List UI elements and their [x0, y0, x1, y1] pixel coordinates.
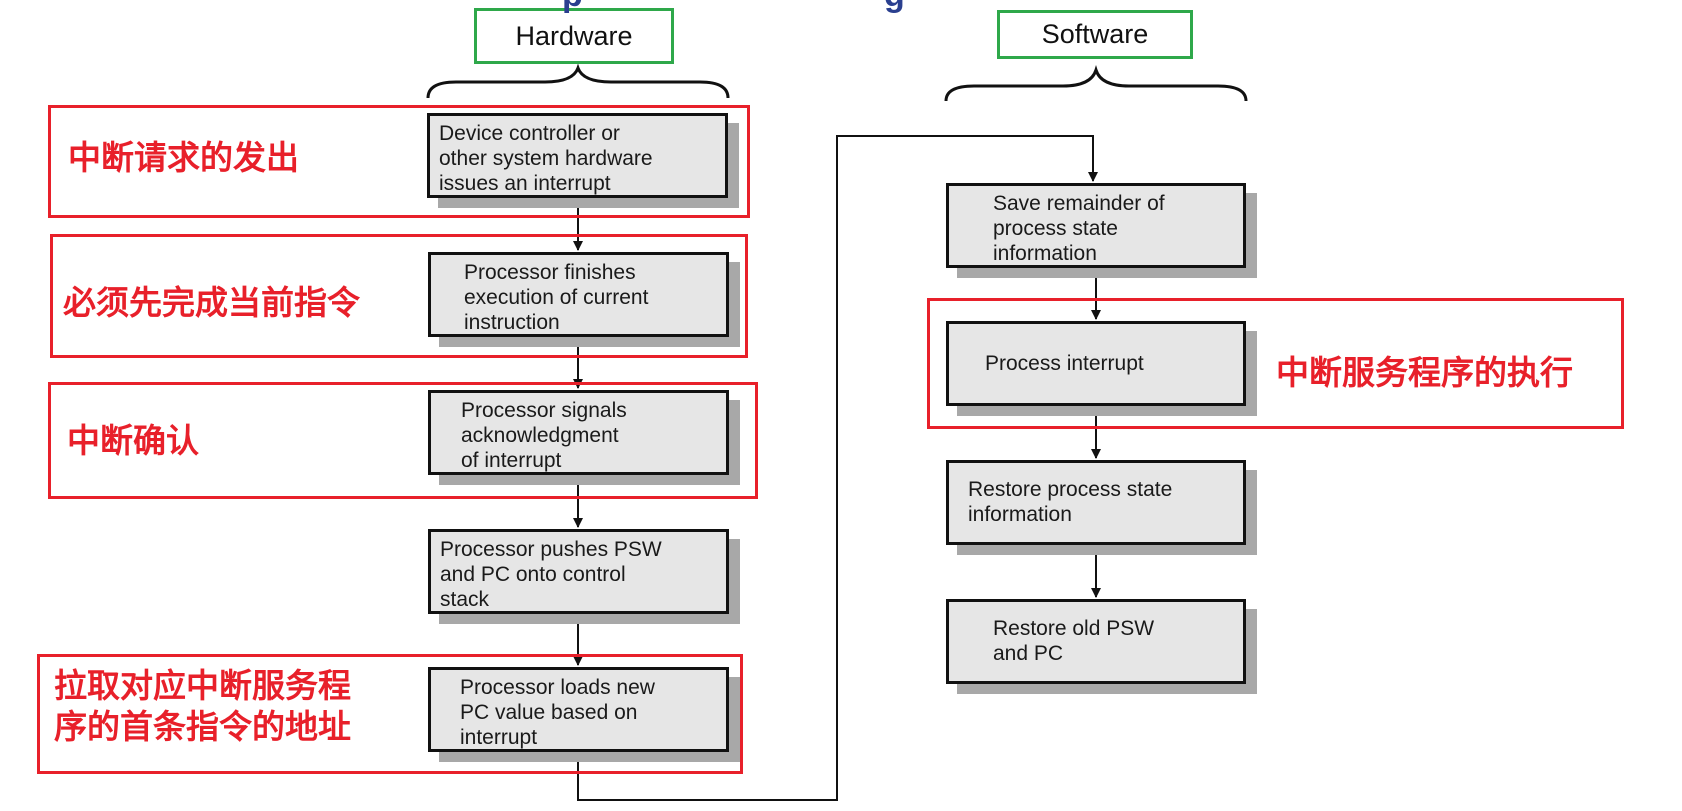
step-finish-instruction: Processor finishes execution of current …	[428, 252, 729, 337]
hardware-brace	[426, 63, 730, 99]
software-heading: Software	[997, 10, 1193, 59]
title-fragment-right: g	[884, 0, 905, 15]
software-brace	[944, 64, 1248, 102]
annotation-service-routine: 中断服务程序的执行	[1276, 353, 1573, 392]
step-load-new-pc: Processor loads new PC value based on in…	[428, 667, 729, 752]
step-issue-interrupt: Device controller or other system hardwa…	[427, 113, 728, 198]
step-push-psw-pc: Processor pushes PSW and PC onto control…	[428, 529, 729, 614]
arrow-hw-to-sw	[577, 135, 1098, 801]
finish-instruction-frame	[50, 234, 748, 358]
step-signal-acknowledgment: Processor signals acknowledgment of inte…	[428, 390, 729, 475]
step-restore-state: Restore process state information	[946, 460, 1246, 545]
annotation-acknowledge: 中断确认	[67, 421, 199, 460]
step-save-state: Save remainder of process state informat…	[946, 183, 1246, 268]
title-fragment-left: p	[562, 0, 583, 15]
service-routine-frame	[927, 298, 1624, 429]
step-restore-psw-pc: Restore old PSW and PC	[946, 599, 1246, 684]
step-process-interrupt: Process interrupt	[946, 321, 1246, 406]
request-frame	[48, 105, 750, 218]
annotation-load-address: 拉取对应中断服务程 序的首条指令的地址	[54, 666, 351, 746]
load-address-frame	[37, 654, 743, 774]
annotation-finish-instruction: 必须先完成当前指令	[63, 283, 360, 322]
acknowledge-frame	[48, 382, 758, 499]
annotation-request: 中断请求的发出	[68, 138, 299, 177]
hardware-heading: Hardware	[474, 8, 674, 64]
